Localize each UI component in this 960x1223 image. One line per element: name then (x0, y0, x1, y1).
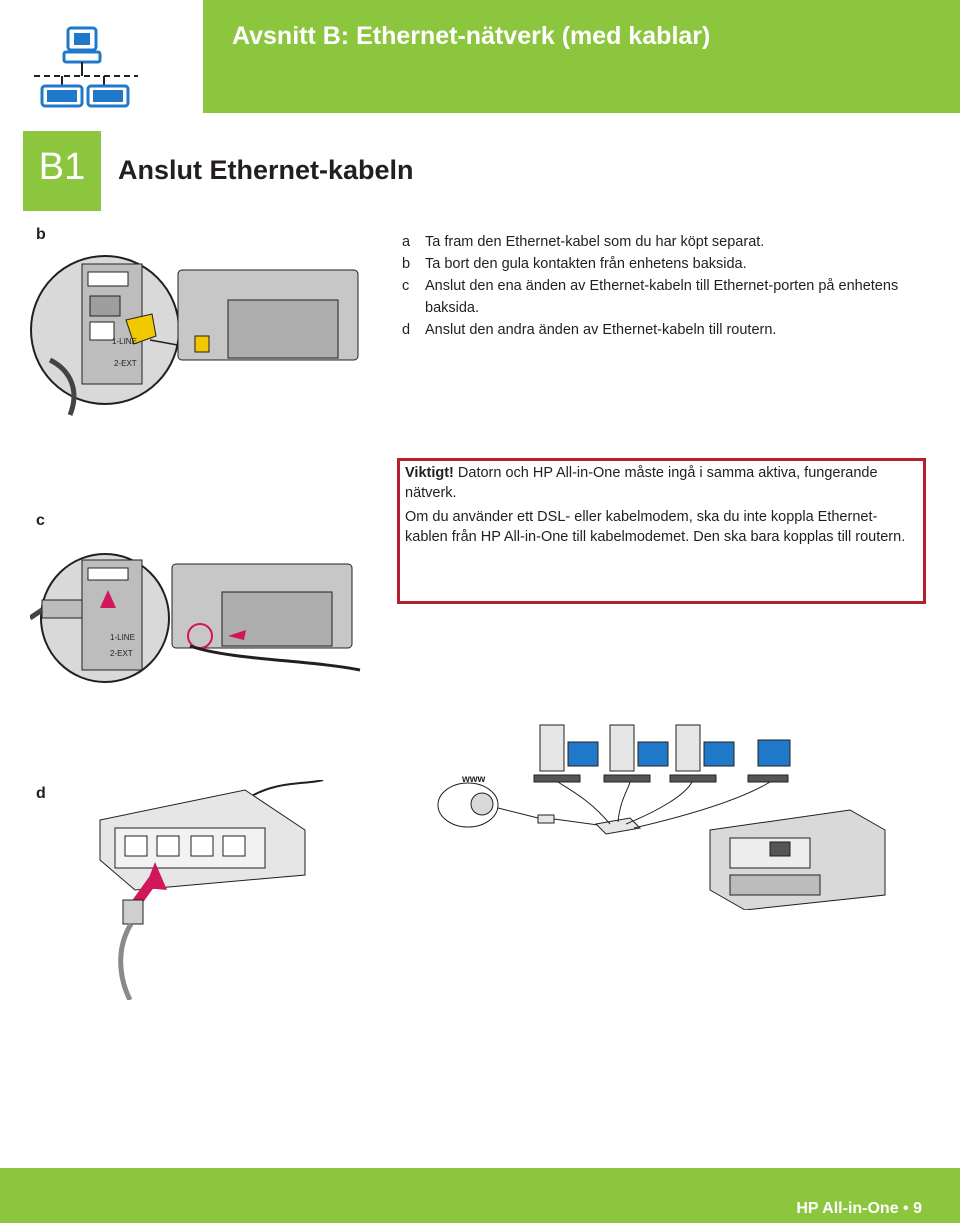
label-d: d (36, 785, 46, 802)
illustration-c: 1-LINE 2-EXT (30, 553, 361, 683)
illustration-d-router (99, 780, 324, 1000)
instruction-letter: d (402, 322, 411, 338)
footer-band (0, 1168, 960, 1223)
important-text-1: Datorn och HP All-in-One måste ingå i sa… (405, 465, 878, 501)
instruction-item: d Anslut den andra änden av Ethernet-kab… (402, 319, 922, 341)
illustration-network: www (437, 724, 886, 910)
computer (533, 724, 599, 783)
page-header-title: Avsnitt B: Ethernet-nätverk (med kablar) (232, 22, 711, 50)
instruction-item: c Anslut den ena änden av Ethernet-kabel… (402, 275, 922, 319)
instruction-text: Ta bort den gula kontakten från enhetens… (425, 256, 747, 272)
instruction-text: Anslut den ena änden av Ethernet-kabeln … (425, 278, 899, 316)
port-label-2: 2-EXT (114, 359, 137, 368)
computer (747, 739, 791, 783)
header-band (203, 0, 960, 113)
instruction-letter: c (402, 278, 410, 294)
illustration-b: 1-LINE 2-EXT (30, 255, 359, 416)
important-label: Viktigt! (405, 465, 454, 481)
important-text: Viktigt! Datorn och HP All-in-One måste … (405, 463, 910, 547)
step-badge (23, 131, 101, 211)
computer (603, 724, 669, 783)
pink-arrow (100, 590, 116, 608)
www-label: www (461, 774, 486, 785)
ethernet-plug (41, 599, 83, 619)
globe-icon (470, 792, 494, 816)
label-b: b (36, 226, 46, 243)
instruction-item: b Ta bort den gula kontakten från enhete… (402, 253, 922, 275)
instruction-item: a Ta fram den Ethernet-kabel som du har … (402, 231, 922, 253)
yellow-plug (125, 313, 157, 345)
instruction-letter: b (402, 256, 411, 272)
instruction-text: Ta fram den Ethernet-kabel som du har kö… (425, 234, 765, 250)
hp-all-in-one-printer (709, 809, 886, 910)
step-number: B1 (38, 146, 86, 188)
instruction-list: a Ta fram den Ethernet-kabel som du har … (402, 231, 922, 341)
port-label-1: 1-LINE (110, 633, 135, 642)
important-box (397, 458, 926, 604)
port-label-1: 1-LINE (112, 337, 137, 346)
network-icon (34, 26, 138, 108)
ethernet-plug (122, 899, 144, 925)
section-title: Anslut Ethernet-kabeln (118, 155, 414, 185)
modem (537, 814, 555, 824)
label-c: c (36, 512, 45, 529)
computer (669, 724, 735, 783)
port-label-2: 2-EXT (110, 649, 133, 658)
instruction-letter: a (402, 234, 411, 250)
instruction-text: Anslut den andra änden av Ethernet-kabel… (425, 322, 777, 338)
important-text-2: Om du använder ett DSL- eller kabelmodem… (405, 509, 906, 545)
footer-page-info: HP All-in-One • 9 (796, 1200, 922, 1217)
